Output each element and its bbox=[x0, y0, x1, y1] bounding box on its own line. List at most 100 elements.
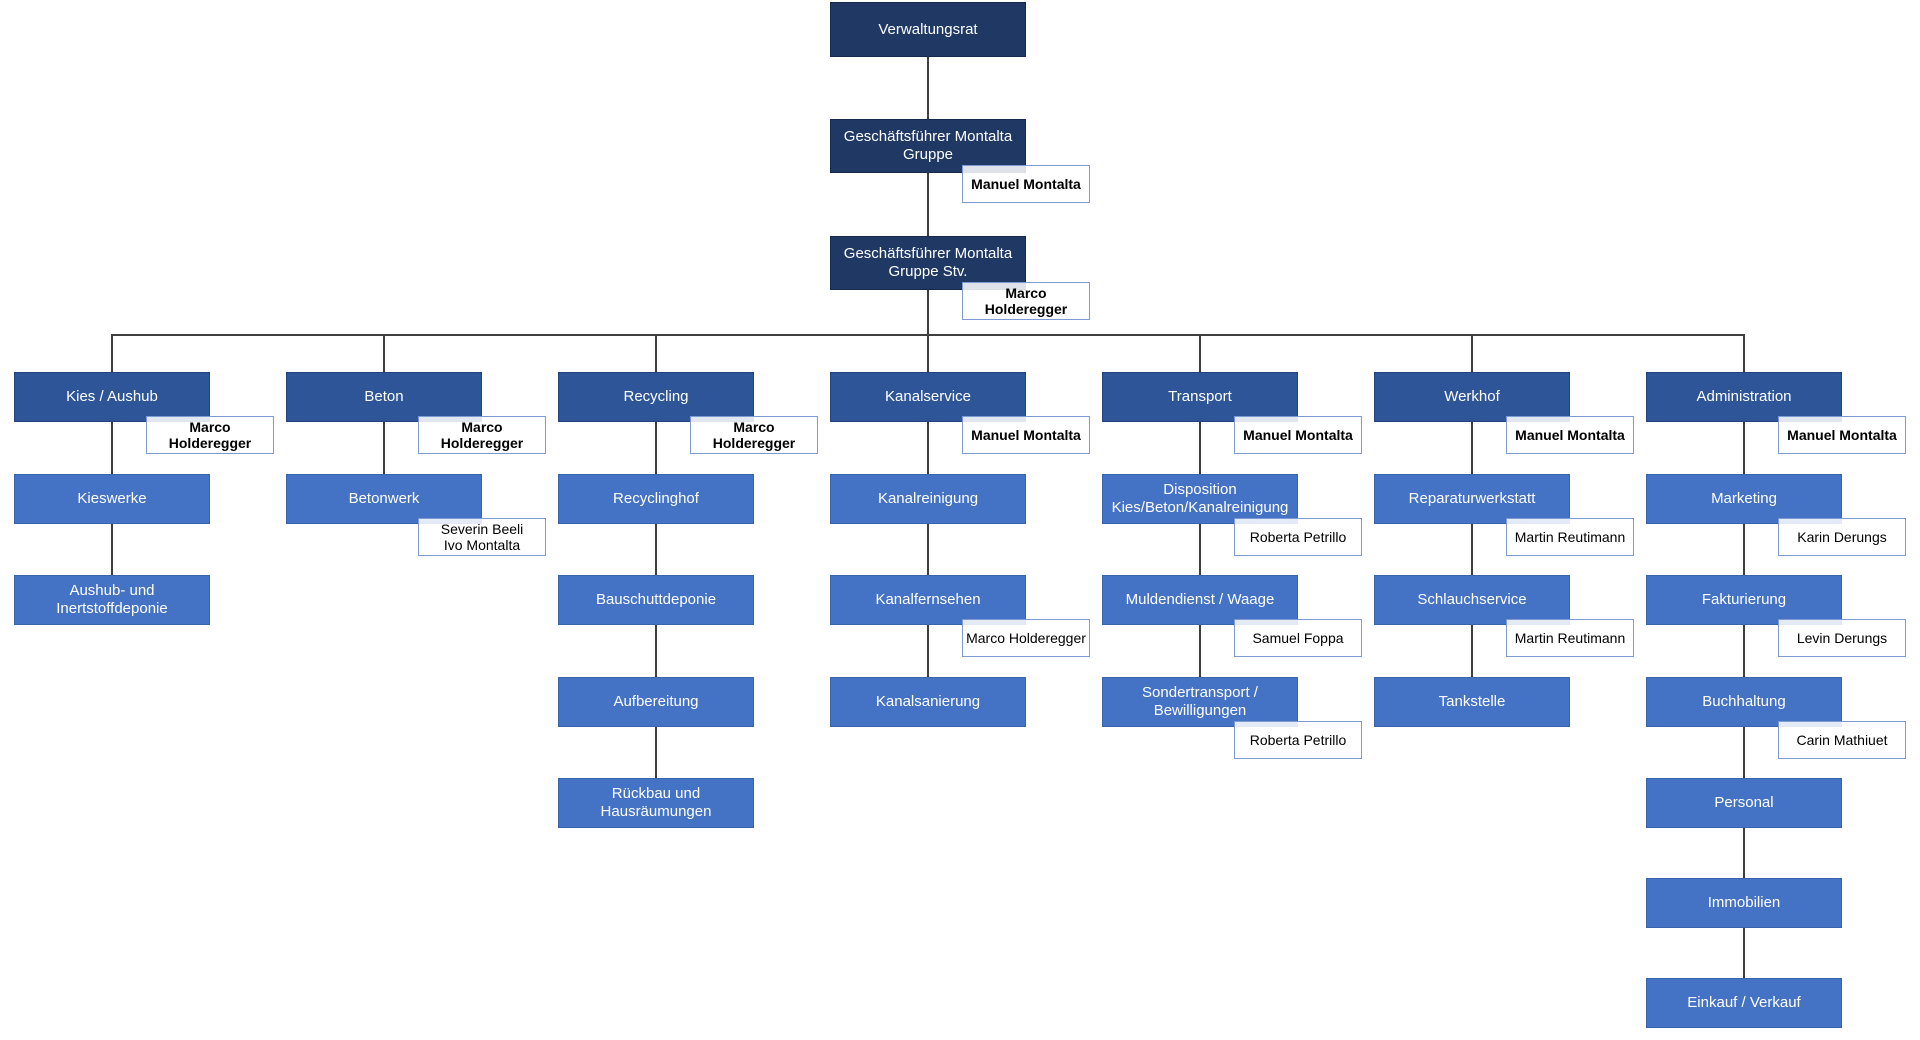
dept-werkhof: Werkhof bbox=[1374, 372, 1570, 422]
connector-line bbox=[1743, 524, 1745, 575]
dept-label: Administration bbox=[1696, 388, 1792, 405]
connector-line bbox=[1743, 625, 1745, 677]
connector-line bbox=[383, 334, 385, 372]
connector-line bbox=[1471, 334, 1473, 372]
node-label: Tankstelle bbox=[1438, 693, 1506, 710]
connector-line bbox=[927, 524, 929, 575]
person-name: Levin Derungs bbox=[1796, 630, 1888, 646]
node-label: Kanalsanierung bbox=[875, 693, 981, 710]
connector-line bbox=[927, 173, 929, 236]
person-name: Roberta Petrillo bbox=[1249, 732, 1347, 748]
connector-line bbox=[655, 334, 657, 372]
node-label: Schlauchservice bbox=[1417, 591, 1527, 608]
node-fakturierung: Fakturierung bbox=[1646, 575, 1842, 625]
connector-line bbox=[655, 727, 657, 778]
person-box-werkhof-head: Manuel Montalta bbox=[1506, 416, 1634, 454]
node-tankstelle: Tankstelle bbox=[1374, 677, 1570, 727]
connector-line bbox=[1471, 625, 1473, 677]
node-recyclinghof: Recyclinghof bbox=[558, 474, 754, 524]
node-aufbereitung: Aufbereitung bbox=[558, 677, 754, 727]
node-geschaeftsfuehrer: Geschäftsführer Montalta Gruppe bbox=[830, 119, 1026, 173]
person-box-disposition: Roberta Petrillo bbox=[1234, 518, 1362, 556]
node-buchhaltung: Buchhaltung bbox=[1646, 677, 1842, 727]
connector-line bbox=[111, 524, 113, 575]
dept-label: Werkhof bbox=[1444, 388, 1500, 405]
person-name: Manuel Montalta bbox=[1787, 427, 1897, 443]
person-box-schlauchservice: Martin Reutimann bbox=[1506, 619, 1634, 657]
node-schlauchservice: Schlauchservice bbox=[1374, 575, 1570, 625]
node-aushub-inertstoffdeponie: Aushub- und Inertstoffdeponie bbox=[14, 575, 210, 625]
connector-line bbox=[1199, 422, 1201, 474]
node-label: Kanalreinigung bbox=[877, 490, 979, 507]
node-label: Betonwerk bbox=[348, 490, 420, 507]
node-betonwerk: Betonwerk bbox=[286, 474, 482, 524]
person-name: Samuel Foppa bbox=[1252, 630, 1344, 646]
person-name: Martin Reutimann bbox=[1514, 630, 1626, 646]
node-label: Disposition Kies/Beton/Kanalreinigung bbox=[1111, 481, 1289, 516]
person-name: Carin Mathiuet bbox=[1796, 732, 1888, 748]
connector-line bbox=[927, 625, 929, 677]
dept-label: Kanalservice bbox=[885, 388, 971, 405]
node-label: Geschäftsführer Montalta Gruppe Stv. bbox=[843, 245, 1013, 280]
dept-label: Kies / Aushub bbox=[66, 388, 158, 405]
dept-label: Transport bbox=[1168, 388, 1232, 405]
node-bauschuttdeponie: Bauschuttdeponie bbox=[558, 575, 754, 625]
connector-line bbox=[927, 334, 929, 372]
node-label: Recyclinghof bbox=[613, 490, 699, 507]
person-box-fakturierung: Levin Derungs bbox=[1778, 619, 1906, 657]
node-label: Aufbereitung bbox=[613, 693, 699, 710]
node-sondertransport-bewilligungen: Sondertransport / Bewilligungen bbox=[1102, 677, 1298, 727]
node-label: Marketing bbox=[1711, 490, 1777, 507]
person-name: Manuel Montalta bbox=[1515, 427, 1625, 443]
person-box-recycling-head: Marco Holderegger bbox=[690, 416, 818, 454]
node-label: Aushub- und Inertstoffdeponie bbox=[56, 582, 168, 617]
person-name: Marco Holderegger bbox=[168, 419, 252, 451]
person-name: Manuel Montalta bbox=[1243, 427, 1353, 443]
person-box-beton-head: Marco Holderegger bbox=[418, 416, 546, 454]
connector-line bbox=[1743, 422, 1745, 474]
node-verwaltungsrat: Verwaltungsrat bbox=[830, 2, 1026, 57]
node-geschaeftsfuehrer-stv: Geschäftsführer Montalta Gruppe Stv. bbox=[830, 236, 1026, 290]
connector-line bbox=[1199, 524, 1201, 575]
dept-kies-aushub: Kies / Aushub bbox=[14, 372, 210, 422]
person-name: Roberta Petrillo bbox=[1249, 529, 1347, 545]
node-immobilien: Immobilien bbox=[1646, 878, 1842, 928]
node-label: Muldendienst / Waage bbox=[1125, 591, 1275, 608]
person-box-transport-head: Manuel Montalta bbox=[1234, 416, 1362, 454]
dept-kanalservice: Kanalservice bbox=[830, 372, 1026, 422]
node-personal: Personal bbox=[1646, 778, 1842, 828]
person-box-geschaeftsfuehrer-stv: Marco Holderegger bbox=[962, 282, 1090, 320]
node-label: Kieswerke bbox=[77, 490, 147, 507]
person-name: Marco Holderegger bbox=[984, 285, 1068, 317]
connector-line bbox=[1743, 928, 1745, 978]
person-box-sondertransport: Roberta Petrillo bbox=[1234, 721, 1362, 759]
connector-line bbox=[655, 625, 657, 677]
node-label: Verwaltungsrat bbox=[878, 20, 978, 38]
person-name: Manuel Montalta bbox=[971, 176, 1081, 192]
connector-line bbox=[927, 290, 929, 334]
connector-line bbox=[1199, 625, 1201, 677]
node-einkauf-verkauf: Einkauf / Verkauf bbox=[1646, 978, 1842, 1028]
node-label: Personal bbox=[1714, 794, 1774, 811]
node-kanalfernsehen: Kanalfernsehen bbox=[830, 575, 1026, 625]
node-label: Fakturierung bbox=[1701, 591, 1787, 608]
person-box-betonwerk: Severin Beeli Ivo Montalta bbox=[418, 518, 546, 556]
person-box-marketing: Karin Derungs bbox=[1778, 518, 1906, 556]
node-label: Einkauf / Verkauf bbox=[1687, 994, 1801, 1011]
connector-line bbox=[1471, 422, 1473, 474]
person-box-muldendienst: Samuel Foppa bbox=[1234, 619, 1362, 657]
person-box-kanalfernsehen: Marco Holderegger bbox=[962, 619, 1090, 657]
node-reparaturwerkstatt: Reparaturwerkstatt bbox=[1374, 474, 1570, 524]
person-name: Martin Reutimann bbox=[1514, 529, 1626, 545]
dept-transport: Transport bbox=[1102, 372, 1298, 422]
connector-line bbox=[111, 334, 113, 372]
person-box-geschaeftsfuehrer: Manuel Montalta bbox=[962, 165, 1090, 203]
node-label: Buchhaltung bbox=[1702, 693, 1786, 710]
node-label: Immobilien bbox=[1707, 894, 1781, 911]
person-box-kies-aushub-head: Marco Holderegger bbox=[146, 416, 274, 454]
node-label: Sondertransport / Bewilligungen bbox=[1142, 684, 1258, 719]
connector-line bbox=[655, 524, 657, 575]
person-name: Manuel Montalta bbox=[971, 427, 1081, 443]
connector-line bbox=[1743, 828, 1745, 878]
